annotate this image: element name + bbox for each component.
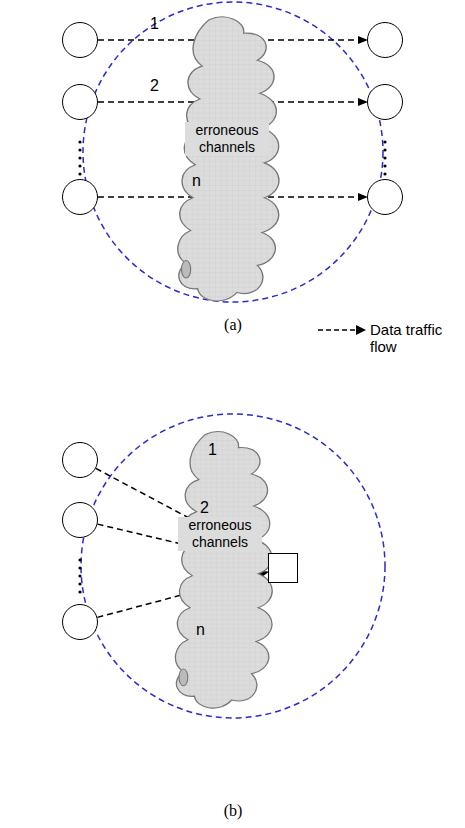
region-circle — [81, 414, 385, 718]
station-circle — [62, 22, 98, 58]
channel-cloud: erroneous channels — [168, 425, 278, 715]
legend-text: Data traffic flow — [370, 321, 465, 356]
station-circle — [62, 84, 98, 120]
station-circle — [367, 84, 403, 120]
cloud-label: erroneous channels — [178, 517, 262, 551]
flow-number: 2 — [200, 500, 209, 516]
station-circle — [62, 442, 98, 478]
station-circle — [367, 179, 403, 215]
legend-sample — [318, 325, 366, 335]
cloud-outline — [168, 425, 278, 715]
cloud-label: erroneous channels — [185, 122, 269, 156]
channel-cloud: erroneous channels — [170, 10, 285, 308]
station-circle — [62, 502, 98, 538]
station-circle — [367, 22, 403, 58]
panel-caption: (b) — [224, 802, 243, 820]
flow-number: n — [196, 622, 205, 638]
region-circle — [83, 2, 383, 302]
sink-square — [268, 553, 298, 583]
flow-number: n — [192, 173, 201, 189]
flow-number: 2 — [150, 78, 159, 94]
cloud-outline — [170, 10, 285, 308]
station-circle — [62, 604, 98, 640]
flow-number: 1 — [150, 16, 159, 32]
flow-number: 1 — [208, 442, 217, 458]
station-circle — [62, 179, 98, 215]
panel-caption: (a) — [224, 316, 242, 334]
